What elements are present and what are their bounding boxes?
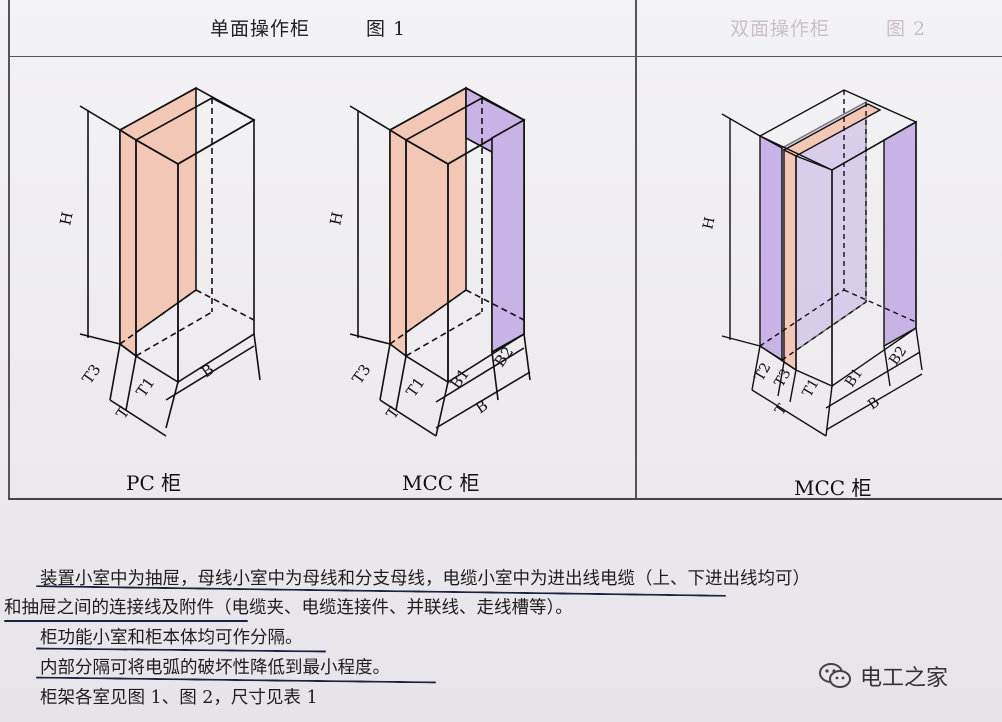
handwritten-underline <box>4 620 248 622</box>
label-T: T <box>113 404 133 423</box>
header-left-fig: 图 1 <box>366 18 407 40</box>
panel-divider <box>635 0 637 498</box>
label-T3: T3 <box>772 366 795 390</box>
header-right-fig: 图 2 <box>886 18 927 40</box>
mcc-double-diagram: H T2 T3 T1 T B1 B2 B <box>700 89 923 437</box>
label-T: T <box>383 404 403 423</box>
text-line-2: 和抽屉之间的连接线及附件（电缆夹、电缆连接件、并联线、走线槽等）。 <box>4 598 573 618</box>
figure-header-row <box>8 0 1002 57</box>
label-T2: T2 <box>752 360 775 384</box>
text-line-4: 内部分隔可将电弧的破坏性降低到最小程度。 <box>40 658 390 678</box>
watermark-text: 电工之家 <box>860 666 949 691</box>
figure-panel <box>8 0 1002 500</box>
panel-left-border <box>8 0 10 498</box>
text-line-3: 柜功能小室和柜本体均可作分隔。 <box>40 628 303 648</box>
label-T: T <box>772 401 791 418</box>
label-T3: T3 <box>349 361 375 387</box>
header-right-title: 双面操作柜 <box>730 18 831 40</box>
watermark: 电工之家 <box>818 660 948 692</box>
label-H: H <box>326 210 346 227</box>
label-T1: T1 <box>403 374 429 400</box>
text-line-1: 装置小室中为抽屉，母线小室中为母线和分支母线，电缆小室中为进出线电缆（上、下进出… <box>40 569 810 589</box>
text-line-5: 柜架各室见图 1、图 2，尺寸见表 1 <box>40 688 318 708</box>
mcc-single-caption: MCC 柜 <box>402 471 480 495</box>
pc-cabinet-caption: PC 柜 <box>126 471 182 495</box>
label-H: H <box>56 210 76 227</box>
mcc-double-caption: MCC 柜 <box>794 476 872 500</box>
label-H: H <box>700 216 718 231</box>
label-T3: T3 <box>79 361 105 387</box>
label-B: B <box>865 394 883 413</box>
label-T1: T1 <box>800 376 823 400</box>
label-B: B <box>472 396 491 417</box>
pc-cabinet-diagram: H T3 T1 T B <box>56 86 261 437</box>
header-left-title: 单面操作柜 <box>210 18 311 40</box>
mcc-single-diagram: H T3 T1 T B1 B2 B <box>326 86 531 437</box>
label-B2: B2 <box>886 343 910 368</box>
wechat-icon <box>819 663 851 688</box>
label-T1: T1 <box>133 374 159 400</box>
